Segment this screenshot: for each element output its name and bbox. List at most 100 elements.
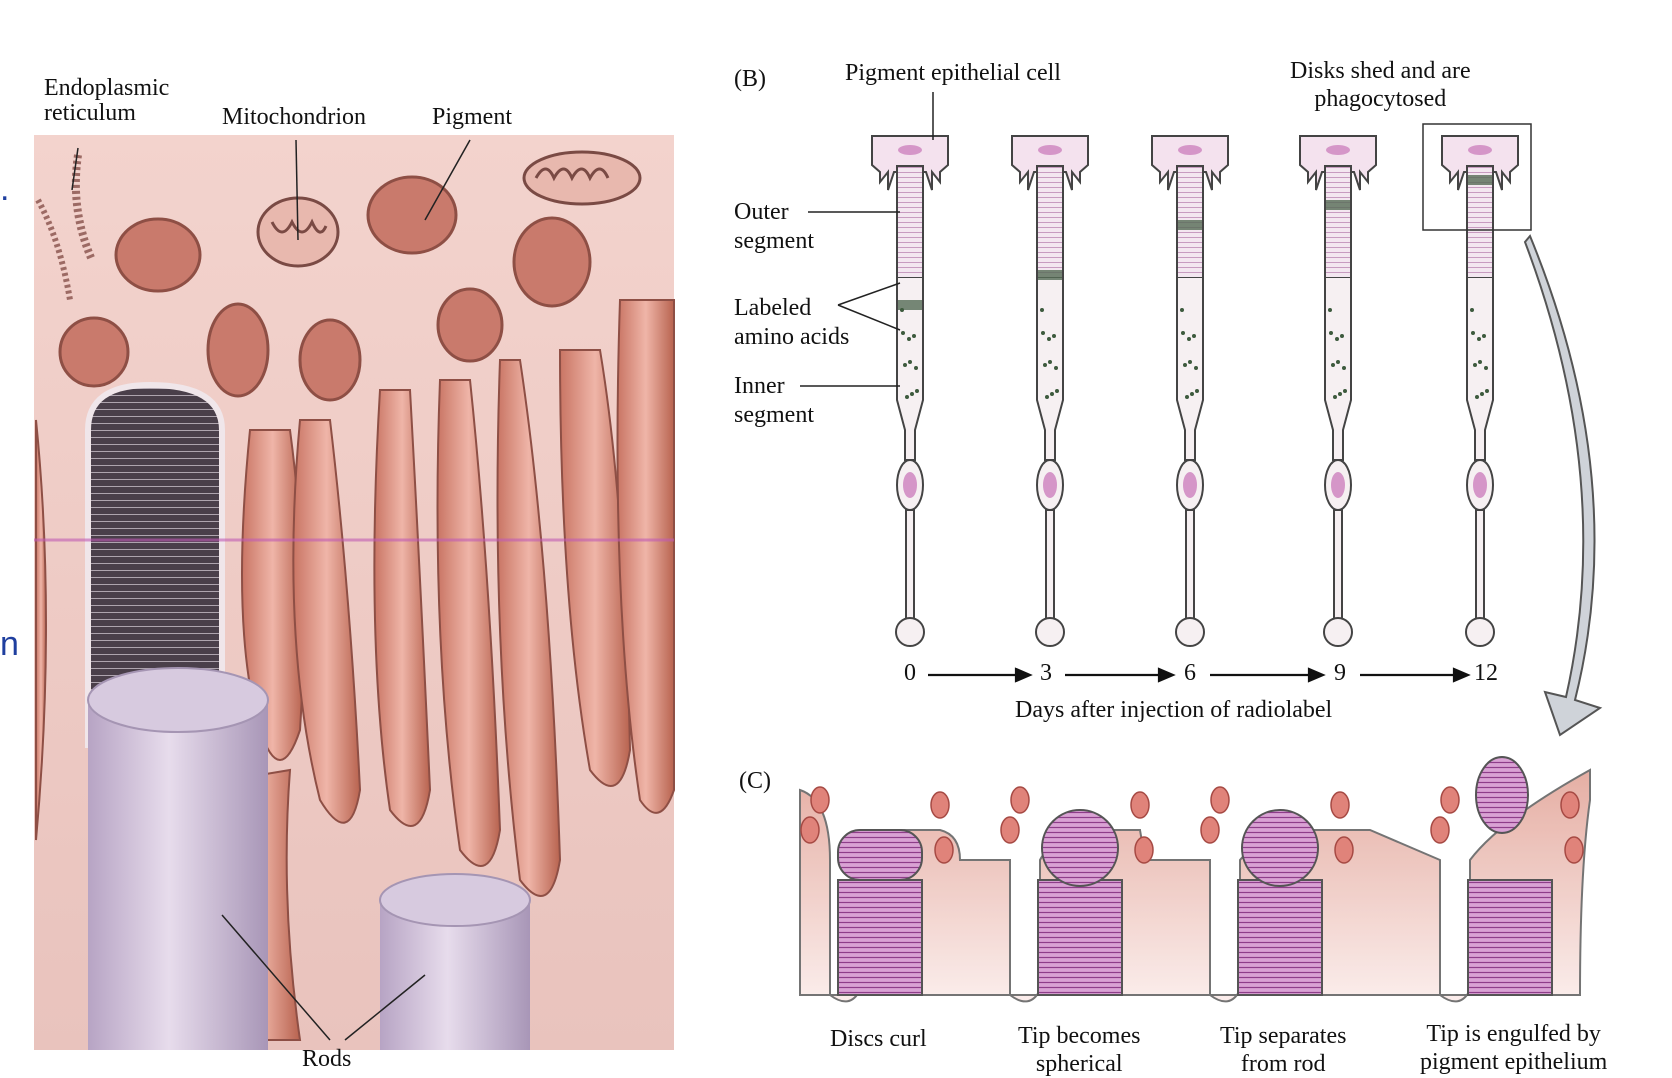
cell-nucleus — [1183, 472, 1197, 498]
curling-tip — [837, 829, 923, 881]
pigment-granule — [800, 816, 820, 844]
pigment-granule — [934, 836, 954, 864]
mitochondrion — [522, 150, 642, 206]
panel-c-letter: (C) — [739, 768, 771, 794]
label-endoplasmic-reticulum: Endoplasmic reticulum — [44, 75, 170, 126]
label-inner-segment: Inner segment — [734, 373, 814, 428]
panel-c-illustration — [799, 756, 1591, 1003]
step-tip-separates: Tip separates from rod — [1220, 1023, 1347, 1077]
label-dot — [1194, 366, 1198, 370]
cap-nucleus — [1038, 145, 1062, 155]
label-dot — [1343, 389, 1347, 393]
edge-fragment-period: . — [0, 170, 10, 208]
pigment-epithelial-cap — [871, 135, 949, 191]
label-dot — [914, 366, 918, 370]
cap-nucleus — [1468, 145, 1492, 155]
pigment-epithelial-cap — [1151, 135, 1229, 191]
label-dot — [1048, 360, 1052, 364]
labeled-band — [1468, 175, 1492, 185]
label-dot — [915, 389, 919, 393]
pigment-granule — [1000, 816, 1020, 844]
label-dot — [1480, 392, 1484, 396]
panel-b-letter: (B) — [734, 66, 766, 92]
label-dot — [1047, 337, 1051, 341]
label-rods: Rods — [302, 1046, 352, 1072]
label-disks-shed: Disks shed and are phagocytosed — [1290, 58, 1471, 112]
rod-tip-step-0 — [800, 786, 954, 996]
engulfed-tip — [1475, 756, 1529, 834]
labeled-band — [898, 300, 922, 310]
pigment-epithelial-cap — [1011, 135, 1089, 191]
pigment-granule — [1430, 816, 1450, 844]
day-0: 0 — [904, 660, 916, 686]
synaptic-terminal — [895, 617, 925, 647]
label-dot — [1482, 334, 1486, 338]
pigment-granule — [1330, 791, 1350, 819]
label-dot — [1054, 366, 1058, 370]
label-dot — [1336, 360, 1340, 364]
cell-nucleus — [1331, 472, 1345, 498]
axon — [1475, 509, 1485, 621]
label-dot — [901, 331, 905, 335]
pigment-epithelial-cap — [1441, 135, 1519, 191]
label-dot — [1328, 308, 1332, 312]
label-dot — [1333, 395, 1337, 399]
highlight-box — [1422, 123, 1532, 231]
spherical-tip — [1041, 809, 1119, 887]
label-dot — [907, 337, 911, 341]
label-dot — [1040, 308, 1044, 312]
label-dot — [1342, 366, 1346, 370]
rod-disc-stack — [1237, 879, 1323, 996]
label-dot — [1475, 395, 1479, 399]
rod-disc-stack — [1467, 879, 1553, 996]
curved-arrow — [1523, 234, 1603, 737]
inner-segment — [1324, 278, 1352, 461]
day-6: 6 — [1184, 660, 1196, 686]
label-dot — [905, 395, 909, 399]
rod-outer-segment — [85, 381, 225, 748]
step-discs-curl: Discs curl — [830, 1026, 927, 1052]
labeled-band — [1326, 200, 1350, 210]
rod-disc-stack — [837, 879, 923, 996]
label-dot — [903, 363, 907, 367]
cell-nucleus — [1473, 472, 1487, 498]
synaptic-terminal — [1465, 617, 1495, 647]
rod-tip-step-3 — [1430, 756, 1584, 996]
cell-nucleus — [1043, 472, 1057, 498]
label-pigment-epithelial-cell: Pigment epithelial cell — [845, 60, 1061, 86]
panel-b-illustration — [800, 92, 1603, 737]
label-dot — [1188, 360, 1192, 364]
edge-fragment-n: n — [0, 625, 19, 663]
label-dot — [1187, 337, 1191, 341]
pigment-granule — [1010, 786, 1030, 814]
label-dot — [1055, 389, 1059, 393]
rod-disc-stack — [1037, 879, 1123, 996]
label-dot — [1192, 334, 1196, 338]
label-dot — [1043, 363, 1047, 367]
label-dot — [1183, 363, 1187, 367]
pigment-granule — [1560, 791, 1580, 819]
rod-cell-day-1 — [1011, 135, 1089, 647]
label-dot — [1471, 331, 1475, 335]
panel-a-illustration — [34, 135, 675, 1050]
label-dot — [1485, 389, 1489, 393]
axon — [1185, 509, 1195, 621]
pigment-epithelial-cap — [1299, 135, 1377, 191]
step-tip-spherical: Tip becomes spherical — [1018, 1023, 1141, 1077]
label-dot — [1050, 392, 1054, 396]
label-labeled-amino-acids: Labeled amino acids — [734, 295, 850, 350]
label-pigment: Pigment — [432, 104, 513, 130]
axon — [1333, 509, 1343, 621]
labeled-band — [1178, 220, 1202, 230]
label-dot — [1338, 392, 1342, 396]
label-dot — [1041, 331, 1045, 335]
pigment-granule — [1440, 786, 1460, 814]
cap-nucleus — [1178, 145, 1202, 155]
label-dot — [1190, 392, 1194, 396]
label-dot — [1340, 334, 1344, 338]
label-dot — [1335, 337, 1339, 341]
rod-left — [88, 700, 268, 1050]
pigment-granule — [1134, 836, 1154, 864]
rod-cell-day-3 — [1299, 135, 1377, 647]
day-arrows — [928, 667, 1471, 683]
